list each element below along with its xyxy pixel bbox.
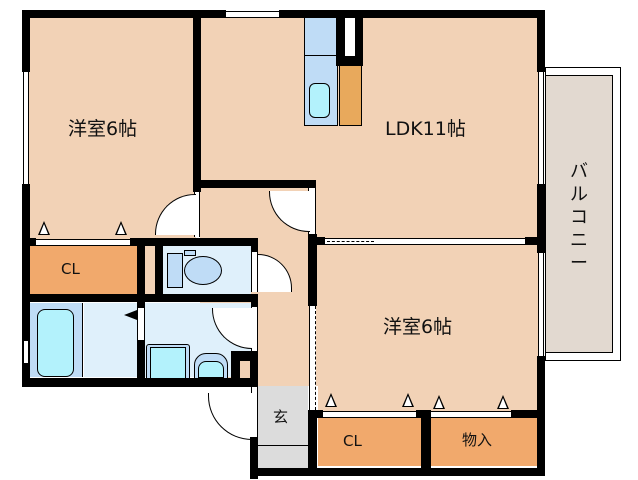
- closet-1: [30, 246, 137, 294]
- wall-bath-bottom: [22, 378, 258, 387]
- wall-toilet-right: [251, 238, 258, 252]
- storage-door-marker-left: [433, 395, 445, 409]
- wall-bath-right-b: [137, 340, 145, 386]
- door-toilet-frame: [251, 252, 258, 292]
- closet-1-sliding-door[interactable]: [36, 239, 130, 246]
- room-label-entrance: 玄: [273, 408, 289, 426]
- toilet-lid-icon: [184, 250, 196, 256]
- kitchen-stove-counter: [339, 66, 362, 126]
- wall-room2-left-b: [308, 410, 317, 476]
- room-label-ldk: LDK11帖: [385, 118, 466, 140]
- toilet-tank-icon: [167, 253, 183, 288]
- sliding-door-ldk-room2[interactable]: [325, 238, 525, 245]
- door-entrance-frame: [251, 387, 258, 437]
- storage-closet: [431, 418, 537, 466]
- wall-top-left: [22, 10, 202, 18]
- wall-room1-bottom-a: [22, 238, 36, 246]
- fridge-niche-window: [345, 18, 355, 56]
- wall-right-b: [537, 184, 545, 253]
- toilet-bowl-icon: [184, 256, 222, 285]
- bath-door-marker: [124, 310, 137, 320]
- door-room2-frame: [309, 306, 316, 410]
- room-label-storage: 物入: [462, 431, 493, 449]
- wall-room1-right: [193, 10, 201, 192]
- wall-closet1-right: [137, 238, 145, 298]
- wall-room2-top-b: [525, 237, 545, 245]
- wall-left-b: [22, 184, 30, 386]
- wash-niche-floor: [240, 361, 250, 379]
- wall-top-ldk-a: [200, 10, 226, 18]
- wall-wash-right-a: [251, 302, 258, 307]
- washing-machine-pan-inner: [150, 347, 186, 379]
- wall-closet-divider: [421, 410, 431, 470]
- wall-left-a: [22, 10, 30, 72]
- western-room-2: [318, 240, 538, 416]
- wall-toilet-left: [155, 238, 163, 298]
- kitchen-sink-icon: [309, 83, 330, 118]
- closet-2-door-marker-left: [325, 393, 337, 407]
- wall-entrance-left: [250, 437, 258, 479]
- closet-2-sliding-door[interactable]: [323, 411, 416, 418]
- wall-right-a: [537, 10, 545, 72]
- wall-room2-bottom-a: [317, 410, 323, 418]
- wall-top-ldk-b: [279, 10, 545, 18]
- wash-basin-bowl: [198, 361, 224, 378]
- window-top-ldk: [226, 11, 279, 18]
- wall-bottom: [250, 468, 545, 476]
- window-left-room1: [23, 72, 29, 184]
- closet-1-door-marker-right: [115, 221, 127, 235]
- sliding-door-dash: [327, 241, 374, 242]
- room-label-western-1: 洋室6帖: [68, 118, 138, 140]
- toilet-side-strip: [145, 246, 155, 294]
- closet-1-door-marker-left: [38, 221, 50, 235]
- door-bath-frame: [137, 308, 145, 340]
- balcony: [545, 75, 613, 353]
- wall-toilet-bottom: [22, 294, 258, 302]
- room-label-balcony: バルコニー: [570, 161, 588, 274]
- window-ldk-balcony[interactable]: [538, 72, 544, 184]
- wall-room1-bottom-b: [130, 238, 258, 246]
- window-left-bath: [23, 341, 29, 363]
- room-label-closet-2: CL: [343, 432, 362, 450]
- door-entrance[interactable]: [208, 393, 252, 440]
- entrance-step-line: [258, 445, 308, 446]
- wall-bath-right-a: [137, 302, 145, 308]
- door-wash-frame: [251, 307, 258, 351]
- kitchen-counter-divider: [304, 55, 338, 56]
- wall-room2-bottom-c: [511, 410, 545, 418]
- storage-door-marker-right: [497, 395, 509, 409]
- entrance-genkan: [258, 386, 308, 468]
- closet-2: [318, 418, 421, 466]
- bathtub-icon: [37, 309, 74, 377]
- storage-sliding-door[interactable]: [431, 411, 511, 418]
- wall-room2-top-a: [308, 237, 325, 245]
- window-room2-balcony[interactable]: [538, 253, 544, 356]
- room-label-western-2: 洋室6帖: [383, 316, 453, 338]
- closet-2-door-marker-right: [402, 393, 414, 407]
- wall-corridor-top: [200, 180, 316, 188]
- room-label-closet-1: CL: [61, 260, 80, 278]
- wall-room2-left-a: [308, 234, 317, 306]
